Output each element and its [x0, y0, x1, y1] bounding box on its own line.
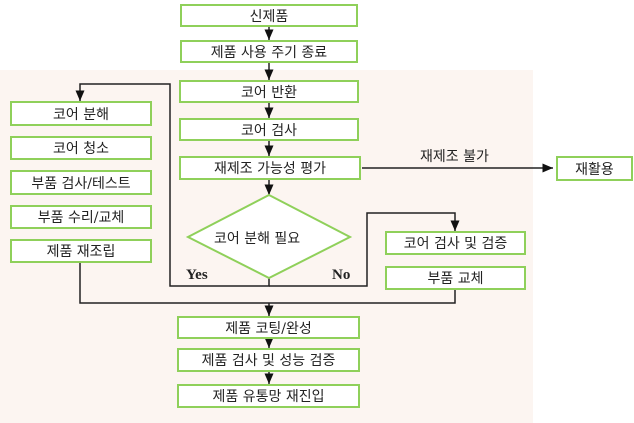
no-label: No — [332, 267, 351, 283]
node-part-test: 부품 검사/테스트 — [10, 170, 152, 195]
node-core-verify: 코어 검사 및 검증 — [385, 231, 526, 255]
node-redistribution: 제품 유통망 재진입 — [177, 384, 360, 408]
node-core-return: 코어 반환 — [179, 80, 359, 103]
node-core-inspection: 코어 검사 — [179, 118, 359, 141]
node-core-cleaning: 코어 청소 — [10, 136, 152, 160]
node-core-disassembly: 코어 분해 — [10, 101, 152, 126]
node-performance-test: 제품 검사 및 성능 검증 — [177, 348, 360, 372]
decision-diamond — [185, 193, 353, 280]
node-new-product: 신제품 — [180, 4, 358, 27]
node-feasibility: 재제조 가능성 평가 — [179, 156, 361, 180]
node-coating: 제품 코팅/완성 — [177, 316, 360, 339]
node-part-repair: 부품 수리/교체 — [10, 205, 152, 229]
node-part-replace: 부품 교체 — [385, 266, 526, 290]
node-reassembly: 제품 재조립 — [10, 239, 152, 263]
node-end-of-life: 제품 사용 주기 종료 — [180, 40, 358, 63]
not-possible-label: 재제조 불가 — [420, 149, 489, 165]
node-recycle: 재활용 — [556, 156, 633, 181]
decision-label: 코어 분해 필요 — [214, 231, 301, 247]
yes-label: Yes — [186, 267, 208, 283]
